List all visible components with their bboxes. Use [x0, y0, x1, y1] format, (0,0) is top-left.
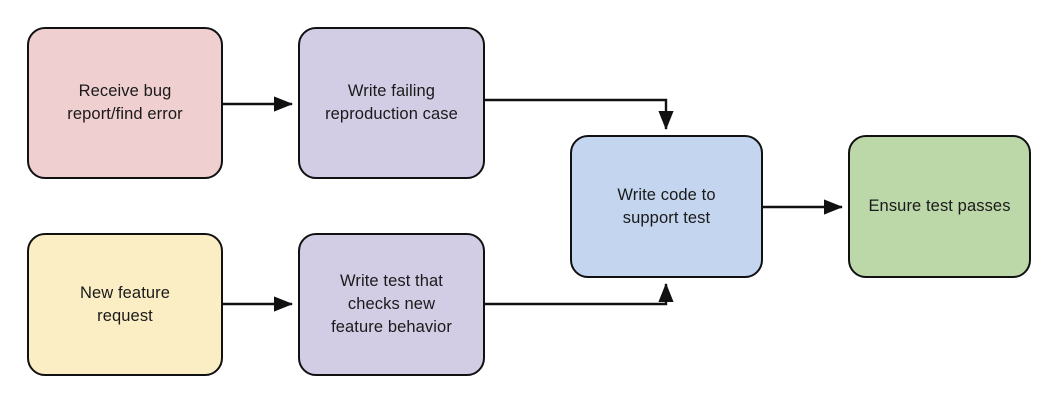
node-write-code-to-support-test[interactable]: Write code to support test [570, 135, 763, 278]
node-write-test-that-checks-new-feature-behavior[interactable]: Write test that checks new feature behav… [298, 233, 485, 376]
node-ensure-test-passes[interactable]: Ensure test passes [848, 135, 1031, 278]
node-label: Write code to support test [617, 185, 716, 227]
node-label: Receive bug report/find error [67, 82, 183, 123]
node-label: Write test that checks new feature behav… [331, 272, 452, 336]
node-label: Ensure test passes [868, 197, 1011, 216]
node-label: New feature request [79, 283, 171, 325]
node-receive-bug-report[interactable]: Receive bug report/find error [27, 27, 223, 179]
node-write-failing-reproduction-case[interactable]: Write failing reproduction case [298, 27, 485, 179]
node-label: Write failing reproduction case [325, 82, 458, 123]
connector-write-test-to-write-code [485, 283, 674, 306]
node-new-feature-request[interactable]: New feature request [27, 233, 223, 376]
connector-reproduction-case-to-write-code [485, 98, 674, 130]
